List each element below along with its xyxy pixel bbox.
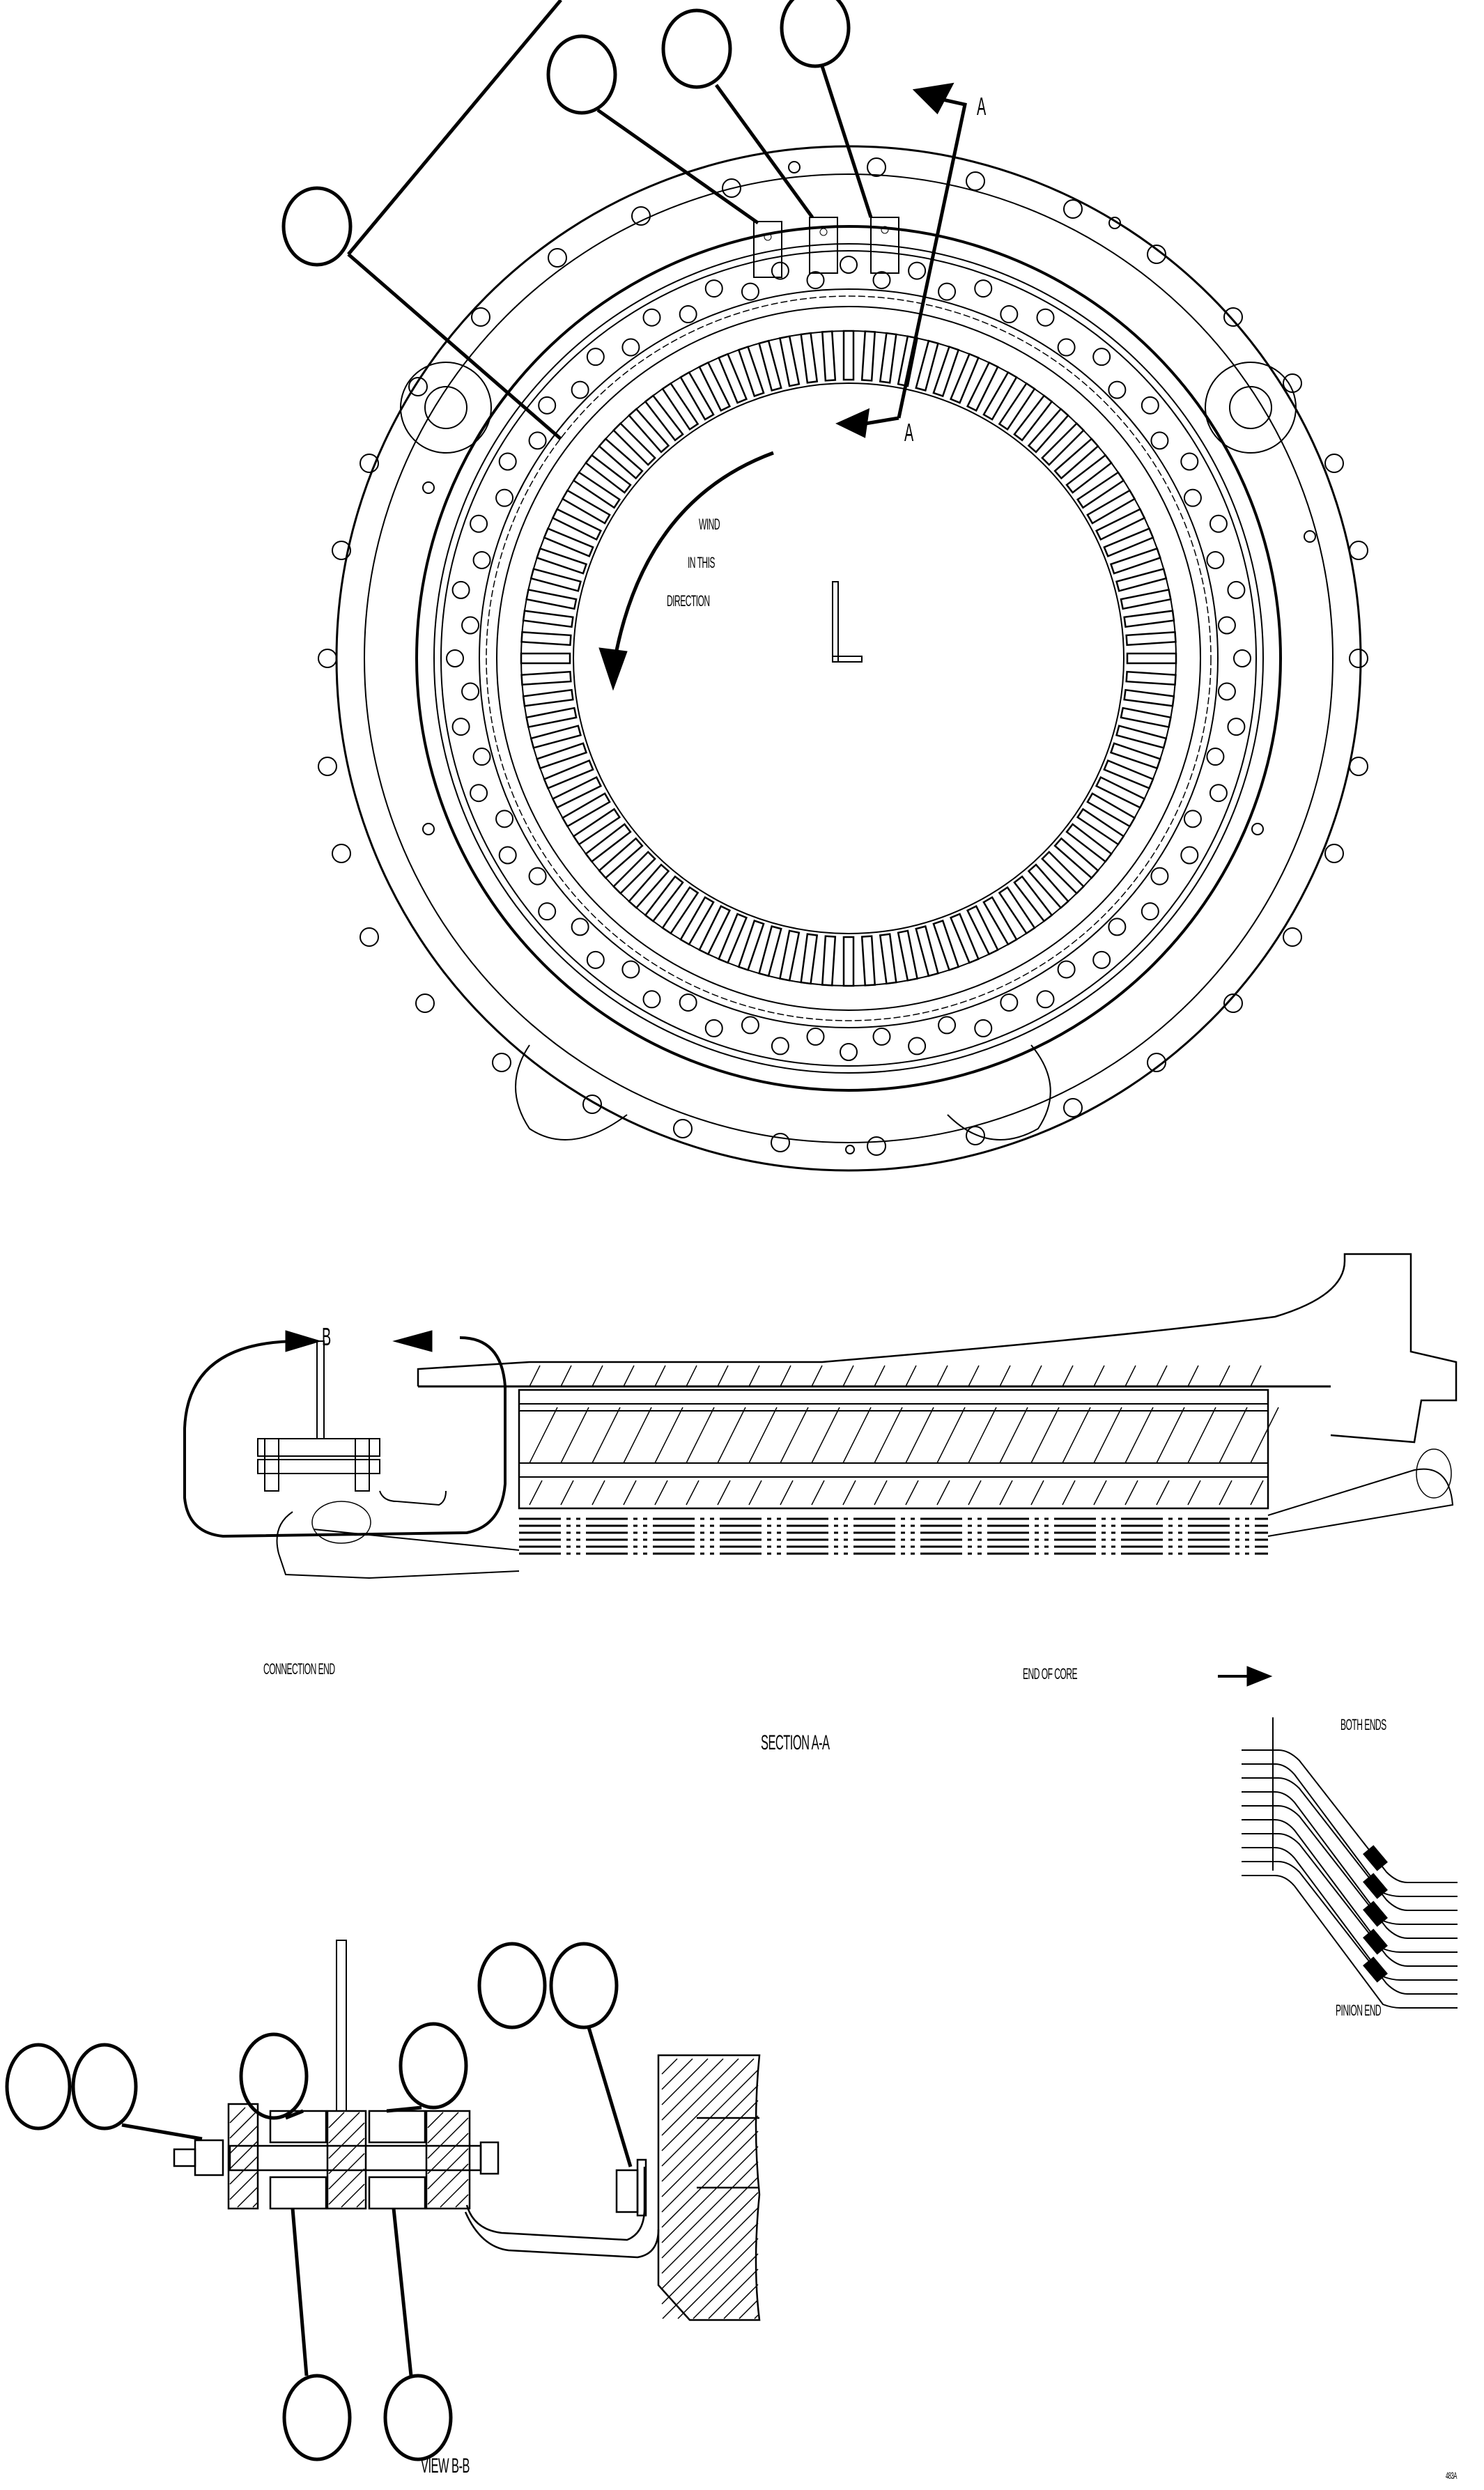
view-marker-b: B [322, 1322, 331, 1351]
view-b-marker-loop [183, 1336, 507, 1538]
callout-bubbles-top [281, 0, 873, 440]
section-a-a [183, 1253, 1458, 1687]
wind-direction-arrow [611, 451, 774, 670]
wind-label-line3: DIRECTION [667, 592, 710, 610]
section-a-a-title: SECTION A-A [761, 1731, 830, 1754]
pinion-end-label: PINION END [1336, 2002, 1382, 2019]
section-a-cut-line [835, 82, 967, 438]
wind-label-line2: IN THIS [688, 554, 716, 571]
coil-loops [446, 256, 1251, 1061]
view-b-b [5, 1940, 761, 2461]
stator-top-view [281, 0, 1368, 1172]
coil-end-detail [1242, 1717, 1458, 2009]
section-marker-a-top: A [977, 92, 986, 121]
callout-bubbles-bb [5, 1942, 633, 2461]
stator-teeth [520, 330, 1177, 987]
centerline-symbol [832, 581, 863, 663]
wind-label-line1: WIND [699, 516, 720, 533]
end-of-core-label: END OF CORE [1023, 1665, 1078, 1683]
section-marker-a-lower: A [904, 418, 913, 447]
both-ends-label: BOTH ENDS [1340, 1716, 1386, 1733]
view-b-b-title: VIEW B-B [421, 2454, 470, 2477]
connection-end-label: CONNECTION END [263, 1660, 335, 1678]
figure-id: 483A [1446, 2470, 1457, 2481]
